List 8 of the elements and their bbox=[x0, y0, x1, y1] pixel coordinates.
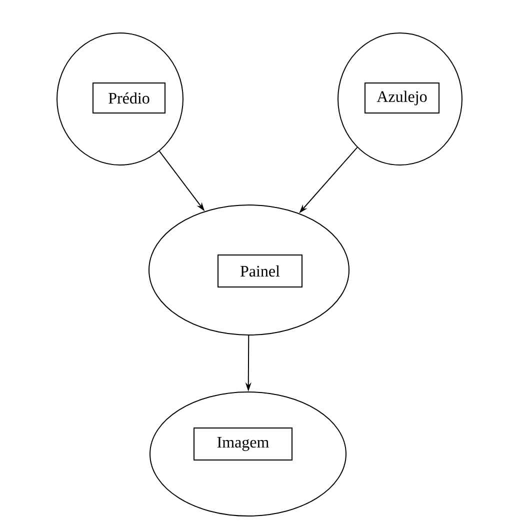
ellipse-node bbox=[56, 32, 184, 166]
label-box: Painel bbox=[218, 254, 302, 288]
label-box: Imagem bbox=[194, 428, 292, 460]
ellipse-node bbox=[338, 32, 462, 166]
ellipse-node bbox=[148, 204, 350, 336]
label-box: Prédio bbox=[92, 82, 166, 114]
ellipse-node bbox=[150, 392, 346, 516]
label-box: Azulejo bbox=[364, 82, 440, 114]
